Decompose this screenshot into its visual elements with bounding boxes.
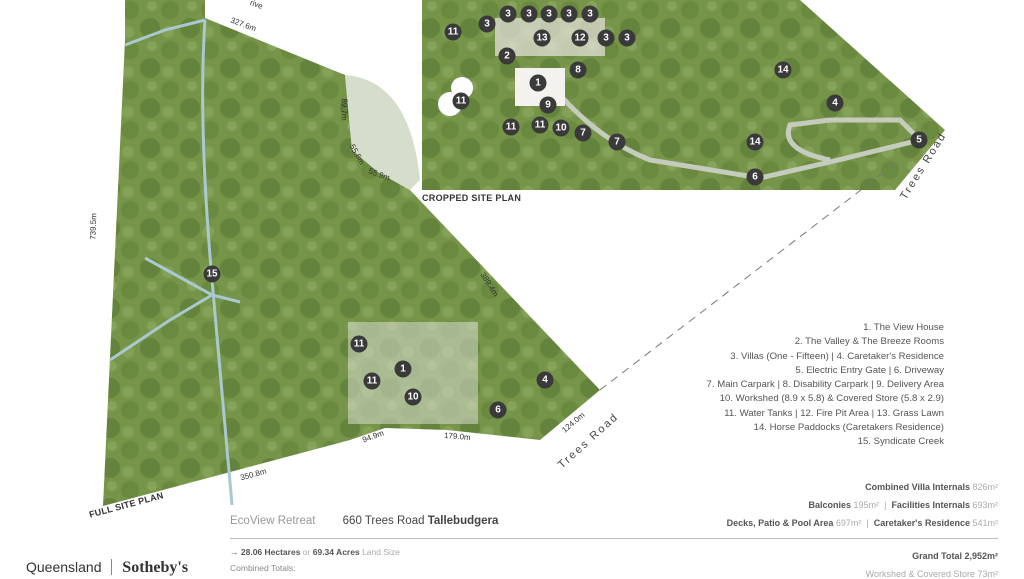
marker-caretaker[interactable]: 4 xyxy=(826,94,844,112)
marker-main-carpark[interactable]: 7 xyxy=(574,124,592,142)
marker-horse-paddock[interactable]: 14 xyxy=(774,61,792,79)
property-name: EcoView Retreat xyxy=(230,515,316,527)
marker-villa[interactable]: 3 xyxy=(597,29,615,47)
value: 826m² xyxy=(972,482,998,492)
arrow-icon: → xyxy=(230,547,239,557)
marker-villa[interactable]: 3 xyxy=(499,5,517,23)
legend-item: 14. Horse Paddocks (Caretakers Residence… xyxy=(753,422,944,434)
marker-villa[interactable]: 3 xyxy=(560,5,578,23)
marker-caretaker[interactable]: 4 xyxy=(536,371,554,389)
site-legend: 1. The View House 2. The Valley & The Br… xyxy=(707,321,944,450)
divider xyxy=(230,538,998,539)
marker-villa[interactable]: 3 xyxy=(581,5,599,23)
value: 697m² xyxy=(835,518,862,528)
land-size: → 28.06 Hectares or 69.34 Acres Land Siz… xyxy=(230,547,400,573)
brand-logo: Queensland Sotheby's xyxy=(26,559,188,577)
or-text: or xyxy=(302,547,311,557)
legend-item: 11. Water Tanks | 12. Fire Pit Area | 13… xyxy=(724,407,944,419)
syndicate-creek xyxy=(109,18,241,506)
balconies-facilities: Balconies 195m² | Facilities Internals 6… xyxy=(809,500,999,510)
measurement: 89.7m xyxy=(339,98,349,121)
label: Decks, Patio & Pool Area xyxy=(726,518,834,528)
marker-water-tank[interactable]: 11 xyxy=(531,116,549,134)
separator: | xyxy=(884,500,887,510)
marker-horse-paddock[interactable]: 14 xyxy=(746,133,764,151)
marker-entry-gate[interactable]: 5 xyxy=(910,131,928,149)
legend-item: 15. Syndicate Creek xyxy=(857,436,944,448)
marker-water-tank[interactable]: 11 xyxy=(452,92,470,110)
cropped-site-plan-label: CROPPED SITE PLAN xyxy=(422,193,522,203)
hectares: 28.06 Hectares xyxy=(240,547,301,557)
value: 541m² xyxy=(972,518,998,528)
label: Balconies xyxy=(808,500,852,510)
decks-caretaker: Decks, Patio & Pool Area 697m² | Caretak… xyxy=(727,518,998,528)
marker-driveway[interactable]: 6 xyxy=(746,168,764,186)
label: Combined Villa Internals xyxy=(865,482,970,492)
logo-sothebys: Sotheby's xyxy=(122,559,189,576)
marker-villa[interactable]: 3 xyxy=(478,15,496,33)
marker-driveway[interactable]: 6 xyxy=(489,401,507,419)
legend-item: 5. Electric Entry Gate | 6. Driveway xyxy=(795,364,944,376)
land-size-label: Land Size xyxy=(362,547,400,557)
legend-item: 7. Main Carpark | 8. Disability Carpark … xyxy=(706,379,944,391)
acres: 69.34 Acres xyxy=(312,547,360,557)
marker-workshed[interactable]: 10 xyxy=(404,388,422,406)
property-title: EcoView Retreat 660 Trees Road Tallebudg… xyxy=(230,515,498,527)
marker-main-carpark[interactable]: 7 xyxy=(608,133,626,151)
marker-fire-pit[interactable]: 12 xyxy=(571,29,589,47)
marker-creek[interactable]: 15 xyxy=(203,265,221,283)
marker-grass-lawn[interactable]: 13 xyxy=(533,29,551,47)
value: 195m² xyxy=(853,500,880,510)
property-address: 660 Trees Road xyxy=(342,515,425,527)
marker-villa[interactable]: 3 xyxy=(520,5,538,23)
logo-queensland: Queensland xyxy=(26,559,102,575)
separator: | xyxy=(866,518,869,528)
legend-item: 10. Workshed (8.9 x 5.8) & Covered Store… xyxy=(719,393,944,405)
label: Facilities Internals xyxy=(891,500,970,510)
workshed-total: Workshed & Covered Store 73m² xyxy=(865,569,998,579)
marker-valley-breeze[interactable]: 2 xyxy=(498,47,516,65)
marker-water-tank[interactable]: 11 xyxy=(444,23,462,41)
measurement: 739.5m xyxy=(88,213,99,240)
marker-view-house[interactable]: 1 xyxy=(529,74,547,92)
marker-delivery[interactable]: 9 xyxy=(539,96,557,114)
marker-villa[interactable]: 3 xyxy=(540,5,558,23)
legend-item: 1. The View House xyxy=(863,322,944,333)
marker-water-tank[interactable]: 11 xyxy=(502,118,520,136)
marker-water-tank[interactable]: 11 xyxy=(350,335,368,353)
value: 693m² xyxy=(972,500,998,510)
legend-item: 3. Villas (One - Fifteen) | 4. Caretaker… xyxy=(730,350,944,362)
marker-workshed[interactable]: 10 xyxy=(552,119,570,137)
label: Caretaker's Residence xyxy=(873,518,970,528)
grand-total: Grand Total 2,952m² xyxy=(912,551,998,561)
fade-area xyxy=(345,75,420,190)
marker-villa[interactable]: 3 xyxy=(618,29,636,47)
villa-internals: Combined Villa Internals 826m² xyxy=(865,482,998,492)
legend-item: 2. The Valley & The Breeze Rooms xyxy=(794,336,944,348)
marker-water-tank[interactable]: 11 xyxy=(363,372,381,390)
marker-disability-carpark[interactable]: 8 xyxy=(569,61,587,79)
marker-view-house[interactable]: 1 xyxy=(394,360,412,378)
combined-totals-label: Combined Totals: xyxy=(230,563,296,573)
logo-divider xyxy=(111,559,113,575)
property-suburb: Tallebudgera xyxy=(427,515,499,527)
